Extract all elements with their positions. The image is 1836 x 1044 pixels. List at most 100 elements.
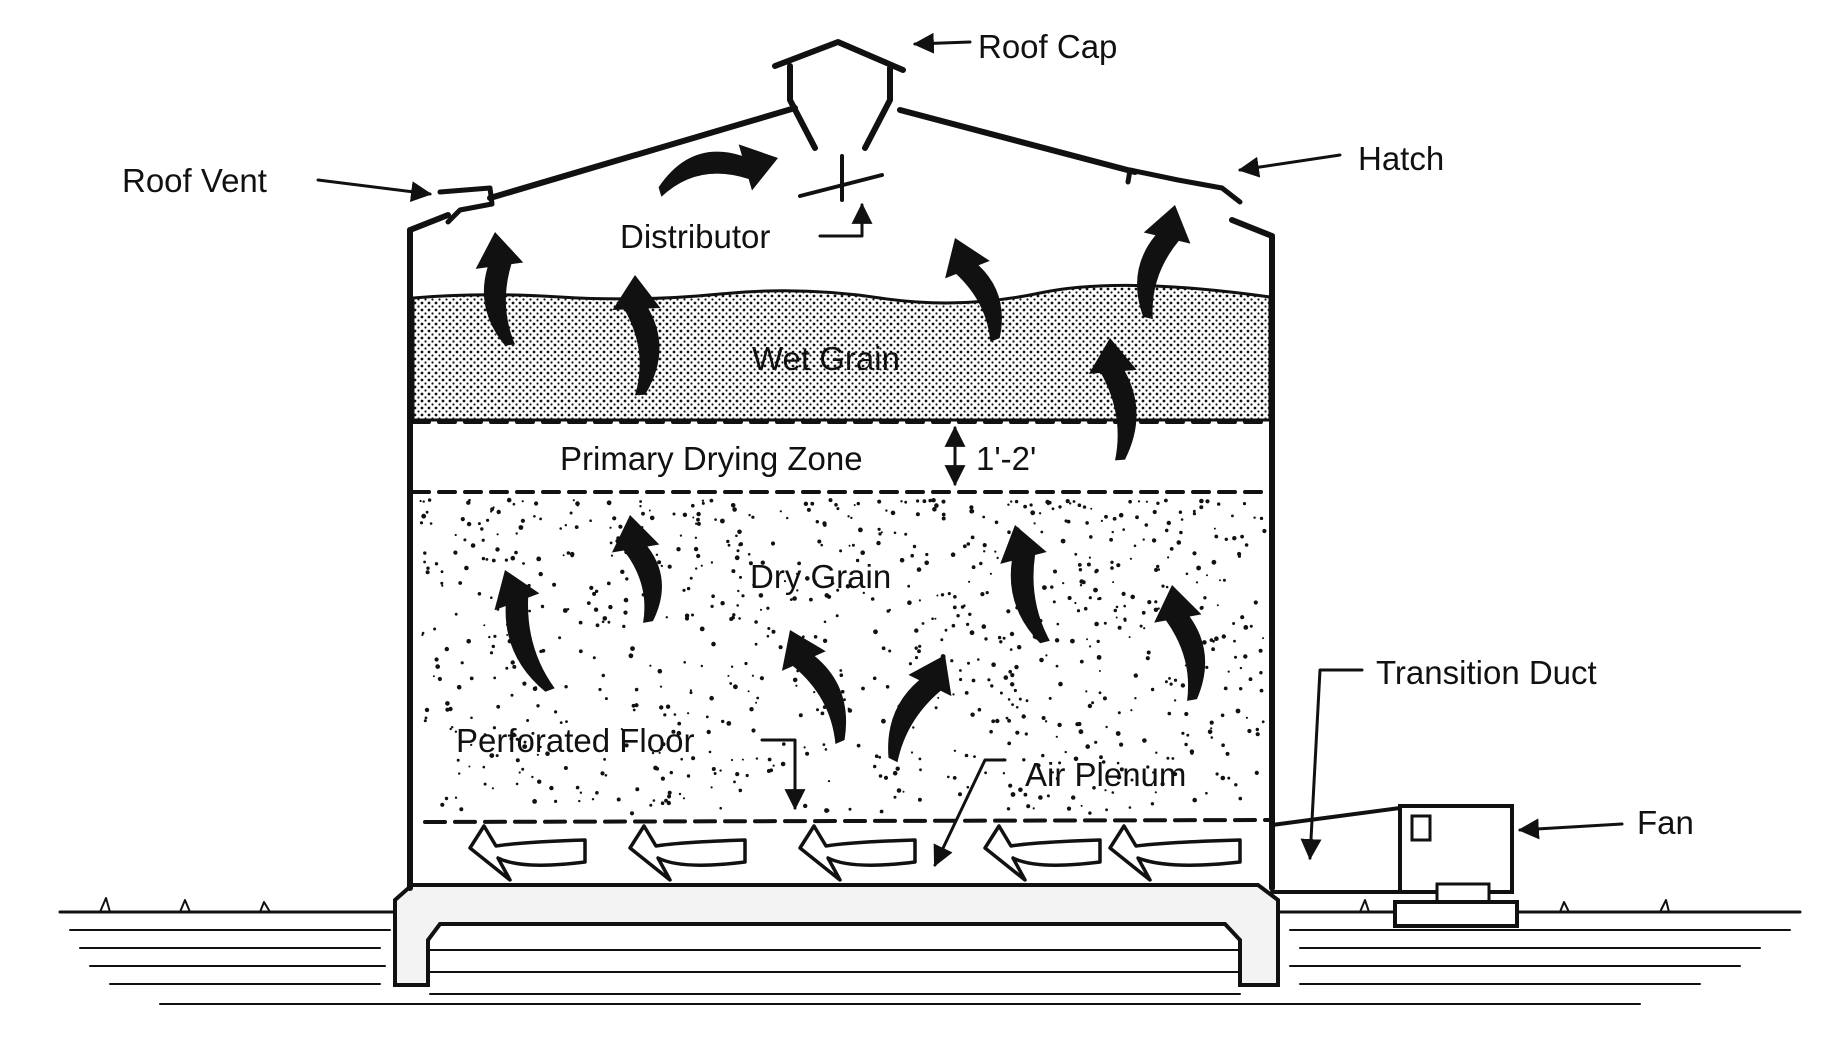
grain-speckle — [966, 622, 970, 627]
grain-speckle — [1011, 703, 1014, 706]
grain-speckle — [968, 612, 972, 616]
grain-speckle — [1062, 582, 1065, 585]
grain-speckle — [1220, 713, 1225, 718]
grain-speckle — [628, 653, 634, 659]
grain-speckle — [421, 631, 425, 635]
grain-speckle — [873, 629, 878, 635]
grain-speckle — [1192, 512, 1196, 516]
grain-speckle — [440, 581, 444, 585]
grain-speckle — [824, 593, 830, 598]
grain-speckle — [984, 637, 988, 641]
grain-speckle — [736, 604, 739, 607]
grain-speckle — [1105, 725, 1108, 729]
grain-speckle — [469, 676, 474, 681]
grain-speckle — [1042, 585, 1047, 590]
grain-speckle — [682, 512, 688, 517]
grain-speckle — [969, 630, 975, 636]
grain-speckle — [1098, 691, 1102, 695]
grain-speckle — [562, 608, 568, 613]
grain-speckle — [1055, 664, 1059, 668]
grain-speckle — [809, 597, 813, 602]
grain-speckle — [990, 684, 994, 688]
grain-speckle — [836, 588, 840, 592]
grain-speckle — [985, 591, 989, 595]
grain-speckle — [459, 807, 464, 812]
grain-speckle — [883, 775, 889, 780]
grain-speckle — [1055, 735, 1058, 738]
grain-speckle — [1220, 775, 1226, 781]
grain-speckle — [554, 710, 558, 714]
grain-speckle — [970, 712, 975, 717]
grain-speckle — [558, 636, 562, 640]
grain-speckle — [893, 531, 897, 535]
grain-speckle — [1023, 792, 1028, 797]
grain-speckle — [593, 607, 599, 612]
grain-speckle — [1205, 499, 1210, 504]
grain-speckle — [876, 540, 881, 546]
grain-speckle — [991, 719, 996, 724]
grain-speckle — [1160, 782, 1165, 787]
grain-speckle — [421, 513, 427, 519]
grain-speckle — [780, 761, 786, 767]
grain-speckle — [483, 624, 486, 627]
grain-speckle — [660, 564, 663, 568]
grain-speckle — [1109, 537, 1113, 542]
grain-speckle — [756, 696, 760, 700]
grain-speckle — [515, 737, 519, 741]
grain-speckle — [466, 500, 471, 505]
grain-speckle — [1259, 688, 1264, 693]
grain-speckle — [488, 635, 491, 639]
grain-speckle — [1154, 791, 1157, 794]
grain-speckle — [565, 720, 568, 723]
grain-speckle — [1216, 604, 1219, 607]
grain-speckle — [914, 646, 918, 650]
grain-speckle — [1058, 681, 1063, 687]
grain-speckle — [1221, 743, 1225, 747]
grain-speckle — [995, 718, 1000, 724]
grain-speckle — [1085, 690, 1088, 693]
grain-speckle — [709, 695, 714, 701]
grain-speckle — [719, 769, 722, 772]
grain-speckle — [950, 659, 954, 663]
grain-speckle — [1051, 771, 1054, 774]
grain-speckle — [1205, 791, 1208, 795]
grain-speckle — [434, 657, 439, 662]
grain-speckle — [616, 797, 621, 802]
grain-speckle — [649, 803, 653, 807]
grain-speckle — [504, 558, 508, 562]
grain-speckle — [706, 729, 711, 735]
grain-speckle — [482, 765, 486, 769]
grain-speckle — [532, 799, 537, 804]
grain-speckle — [569, 551, 575, 557]
grain-speckle — [1141, 610, 1146, 615]
grain-speckle — [732, 507, 737, 512]
grain-speckle — [1217, 502, 1221, 506]
grain-speckle — [751, 728, 756, 733]
grain-speckle — [858, 527, 863, 533]
grain-speckle — [1089, 645, 1092, 648]
grain-speckle — [456, 684, 462, 690]
plenum-airflow-arrow — [983, 824, 1102, 882]
grain-speckle — [496, 509, 501, 515]
grain-speckle — [917, 797, 922, 802]
grain-speckle — [733, 684, 738, 690]
grain-speckle — [1178, 510, 1183, 514]
grain-speckle — [1007, 530, 1011, 534]
grain-speckle — [1009, 631, 1015, 637]
grain-speckle — [999, 691, 1003, 695]
grain-speckle — [795, 572, 798, 575]
grain-speckle — [735, 772, 740, 777]
grain-speckle — [1130, 594, 1135, 600]
grain-speckle — [1026, 804, 1031, 809]
grain-speckle — [491, 787, 494, 790]
grain-speckle — [586, 601, 591, 605]
grain-speckle — [947, 775, 950, 779]
grain-speckle — [659, 685, 663, 688]
grain-speckle — [950, 552, 956, 557]
grain-speckle — [444, 646, 449, 652]
grain-speckle — [958, 792, 962, 797]
grain-speckle — [505, 666, 509, 670]
grain-speckle — [1006, 609, 1011, 614]
grain-speckle — [916, 567, 922, 572]
grain-speckle — [1196, 565, 1201, 571]
